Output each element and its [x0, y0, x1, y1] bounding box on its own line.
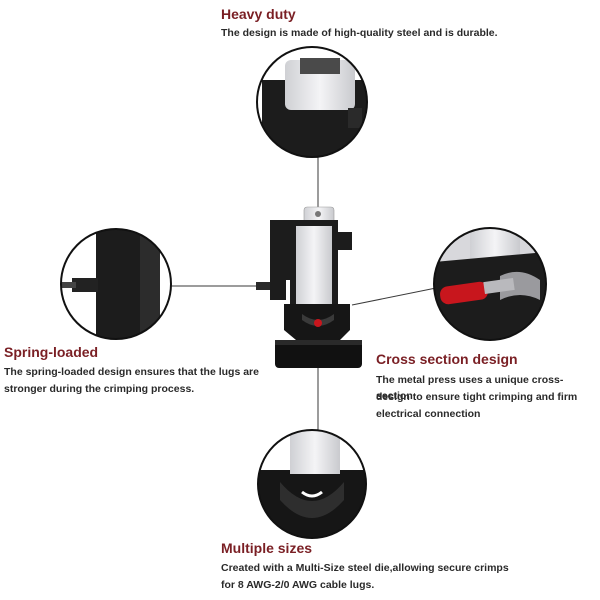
- cross-section-title: Cross section design: [376, 351, 518, 367]
- crimping-tool: [256, 206, 362, 368]
- spring-loaded-title: Spring-loaded: [4, 344, 99, 360]
- heavy-duty-title: Heavy duty: [221, 6, 296, 22]
- multiple-sizes-detail: [257, 429, 367, 539]
- heavy-duty-description: The design is made of high-quality steel…: [221, 27, 498, 39]
- spring-loaded-detail: [60, 228, 172, 340]
- cross-section-description-line1: The metal press uses a unique cross-sect…: [376, 374, 564, 402]
- multiple-sizes-title: Multiple sizes: [221, 540, 313, 556]
- multiple-sizes-description-line2: for 8 AWG-2/0 AWG cable lugs.: [221, 579, 375, 591]
- spring-loaded-description-line2: stronger during the crimping process.: [4, 383, 195, 395]
- spring-loaded-description-line1: The spring-loaded design ensures that th…: [4, 366, 259, 378]
- cross-section-description-line2: design to ensure tight crimping and firm: [376, 391, 578, 403]
- multiple-sizes-description-line1: Created with a Multi-Size steel die,allo…: [221, 562, 509, 574]
- heavy-duty-detail: [256, 46, 368, 158]
- connector-line-right: [351, 287, 437, 306]
- cross-section-detail: [433, 227, 547, 341]
- cross-section-description-line3: electrical connection: [376, 408, 481, 420]
